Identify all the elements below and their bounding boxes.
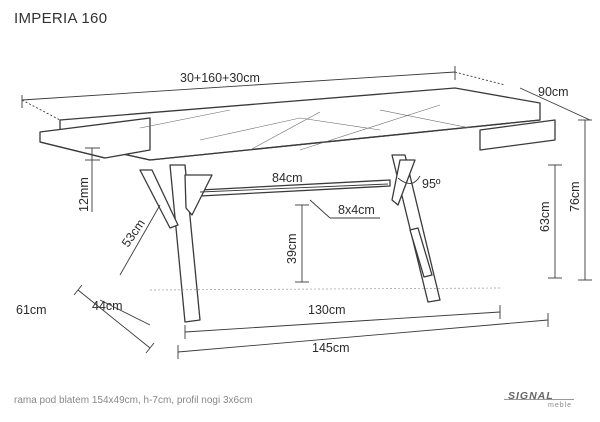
logo-sub: meble [548,402,573,409]
label-depth: 90cm [538,85,569,99]
dim-total-length-line [21,71,456,101]
label-frame-height: 63cm [538,201,552,232]
label-angle: 95º [422,177,441,191]
left-leg-front [169,164,201,323]
label-inner-length: 130cm [308,303,346,317]
dim-outer-length-line [177,319,549,353]
dim-foot-inner-line [99,299,151,326]
left-leg-back [139,169,179,229]
floor-line [149,287,501,291]
footer-note: rama pod blatem 154x49cm, h-7cm, profil … [14,395,253,406]
label-total-length: 30+160+30cm [180,71,260,85]
label-outer-length: 145cm [312,341,350,355]
brand-logo: SIGNAL meble [504,390,578,412]
logo-underline [504,399,574,400]
label-clearance: 39cm [285,233,299,264]
right-leg-back [409,227,433,278]
right-leg-cross [391,159,416,206]
label-frame-profile: 8x4cm [338,203,375,217]
left-extension-leaf [39,117,151,159]
dim-depth-line [519,87,591,121]
label-foot-inner: 44cm [92,299,123,313]
product-title: IMPERIA 160 [14,10,108,27]
dim-foot-outer-line [77,289,151,349]
label-total-height: 76cm [568,181,582,212]
right-extension-leaf [479,119,556,151]
dim-angle-arc [397,175,421,184]
label-foot-outer: 61cm [16,303,47,317]
dim-leg-length-line [119,204,161,276]
dim-inner-length-line [184,311,501,333]
logo-brand: SIGNAL [508,390,554,402]
dim-profile-leader [309,199,331,219]
left-leg-cross [184,174,213,216]
dim-frame-width-line [199,183,389,193]
label-frame-width: 84cm [272,171,303,185]
label-top-thickness: 12mm [77,177,91,212]
